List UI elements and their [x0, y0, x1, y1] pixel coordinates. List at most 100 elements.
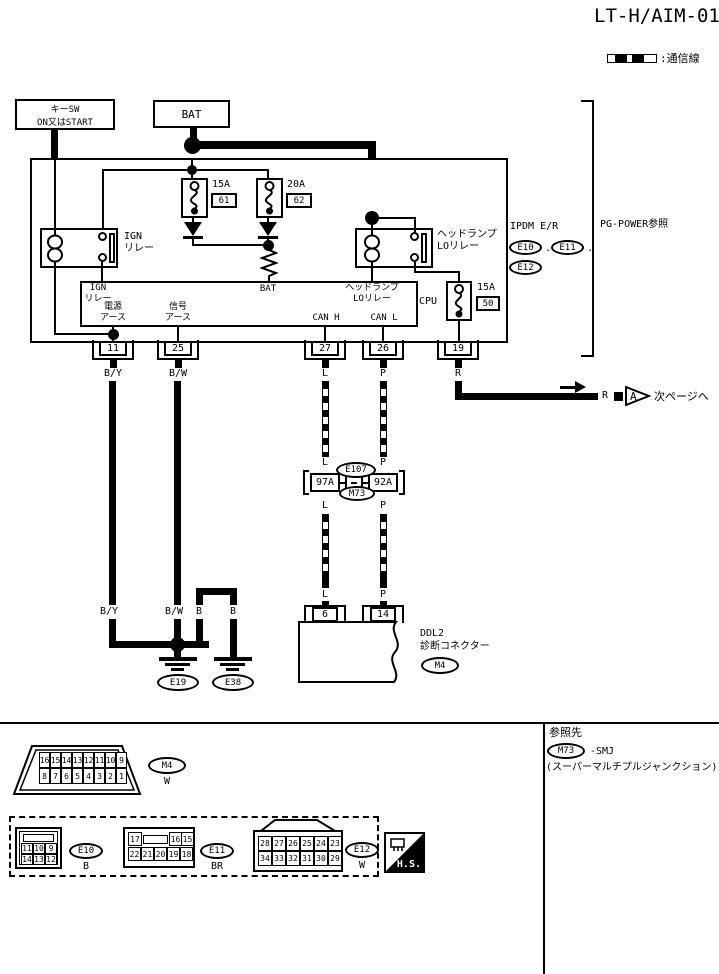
key-sw-box: キーSW ON又はSTART: [15, 99, 115, 130]
pin-cell: 27: [272, 836, 286, 851]
wire-stub: [322, 358, 329, 368]
pin-cell: 11: [94, 752, 105, 768]
wire: [177, 327, 179, 341]
pin-cell: 34: [258, 851, 272, 866]
ground-icon: [226, 668, 239, 671]
ddl2-name2-label: 診断コネクター: [420, 641, 490, 652]
wire-thick-ground-bus: [109, 641, 209, 648]
wire-color-label: L: [321, 589, 329, 600]
ground-icon: [165, 663, 190, 666]
wire-thick-r: [455, 393, 598, 400]
connector-oval-e10-footer: E10: [69, 843, 103, 859]
pin-cell: 17: [128, 832, 142, 846]
wire: [371, 217, 416, 219]
e12-connector-latch: [260, 819, 336, 831]
wire: [101, 262, 103, 281]
fuse-icon: [454, 284, 464, 318]
pin-cell: 10: [105, 752, 116, 768]
wire-stub: [380, 358, 387, 368]
e11-keyway: [143, 835, 168, 844]
connector-oval-e11: E11: [551, 240, 584, 255]
wire-stub: [110, 358, 117, 368]
fuse-amp-label: 15A: [477, 282, 496, 293]
pin-cell: 14: [21, 854, 33, 865]
ign-relay-label-2: リレー: [124, 243, 154, 254]
pin-cell: 20: [154, 847, 167, 861]
connector-oval-e11-footer: E11: [200, 843, 234, 859]
ground-connector-oval-e38: E38: [212, 674, 254, 691]
relay-contact: [410, 232, 419, 241]
wire-stub: [614, 392, 623, 401]
comm-line-legend-label: :通信線: [660, 52, 700, 65]
pin-cell: 25: [300, 836, 314, 851]
e11-pin-grid: 22 21 20 19 18: [128, 847, 193, 861]
inner-hl-relay-l2: LOリレー: [353, 293, 391, 304]
pin-cell: 12: [45, 854, 57, 865]
connector-bracket: [303, 470, 309, 495]
smj-dashed-link: [340, 482, 368, 484]
pin-number-box: 25: [164, 341, 192, 356]
smj-terminal-box: 97A: [310, 473, 340, 492]
wire-thick-by: [109, 619, 116, 648]
connector-color-label: W: [358, 860, 366, 871]
pin-cell: 9: [45, 843, 57, 854]
inner-bat-label: BAT: [259, 284, 277, 294]
pin-cell: 14: [61, 752, 72, 768]
wire: [54, 158, 56, 230]
reference-note: (スーパーマルチプルジャンクション): [546, 762, 718, 773]
wire-color-label: B/W: [168, 368, 188, 379]
cpu-label: CPU: [419, 296, 438, 307]
next-page-tag: A: [630, 390, 637, 403]
pin-cell: 7: [50, 768, 61, 784]
next-page-label: 次ページへ: [654, 390, 709, 403]
pin-cell: 5: [72, 768, 83, 784]
pin-cell: 12: [83, 752, 94, 768]
connector-oval-m73: M73: [339, 486, 375, 501]
wire-color-label: P: [379, 368, 387, 379]
wire-color-label: L: [321, 500, 329, 511]
connector-oval-m4-footer: M4: [148, 757, 186, 774]
pin-number-box: 14: [370, 607, 396, 622]
ground-icon: [220, 663, 245, 666]
fuse-box-50: [446, 281, 472, 321]
connector-oval-m4: M4: [421, 657, 459, 674]
wire: [371, 222, 373, 229]
wire: [192, 239, 194, 246]
ground-icon: [171, 668, 184, 671]
inner-signal-ground-l2: アース: [164, 312, 191, 323]
e10-pin-grid: 11 10 9 14 13 12: [21, 843, 57, 865]
wire: [267, 171, 269, 179]
connector-color-label: W: [163, 776, 171, 787]
pin-cell: 26: [286, 836, 300, 851]
wire: [192, 218, 194, 223]
wire-color-label: R: [454, 368, 462, 379]
key-sw-label-2: ON又はSTART: [37, 117, 93, 128]
comm-wire-can-l: [380, 381, 387, 457]
wire-thick-b-bridge: [196, 588, 237, 595]
pin-cell: 9: [116, 752, 127, 768]
connector-oval-e10: E10: [509, 240, 542, 255]
pin-number-box: 11: [99, 341, 127, 356]
hs-label: H.S.: [396, 859, 421, 870]
pin-cell: 3: [94, 768, 105, 784]
ipdm-name-label: IPDM E/R: [510, 221, 559, 232]
pin-cell: 29: [328, 851, 342, 866]
wire: [54, 333, 114, 335]
direction-arrow: [560, 386, 575, 389]
next-page-arrow-icon: A: [625, 386, 651, 406]
pin-cell: 11: [21, 843, 33, 854]
smj-terminal-box: 92A: [368, 473, 398, 492]
pin-cell: 1: [116, 768, 127, 784]
hl-relay-label-1: ヘッドランプ: [437, 229, 497, 240]
junction-dot: [170, 637, 185, 652]
wire-stub: [322, 601, 329, 608]
wire-color-label: B/W: [164, 606, 184, 617]
connector-color-label: BR: [210, 861, 224, 872]
pin-cell: 21: [141, 847, 154, 861]
inner-power-ground-l2: アース: [99, 312, 126, 323]
comm-wire-can-h: [322, 514, 329, 578]
pin-cell: 33: [272, 851, 286, 866]
wire: [54, 268, 56, 335]
